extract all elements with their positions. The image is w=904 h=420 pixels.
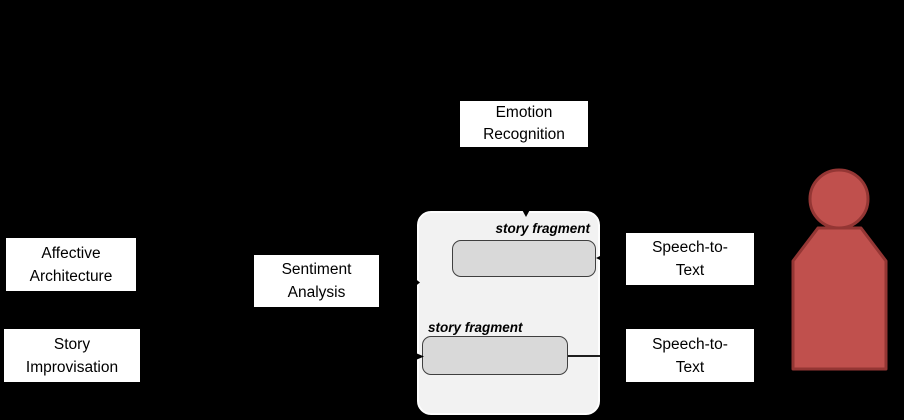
person-icon [791, 168, 888, 371]
node-label-line: Emotion [495, 104, 553, 121]
node-label-line: Architecture [29, 267, 113, 285]
node-sentiment-analysis: Sentiment Analysis [252, 253, 381, 309]
node-label-line: Affective [41, 244, 101, 262]
node-label-line: Speech-to- [652, 335, 728, 353]
story-fragment-label-top: story fragment [495, 221, 590, 236]
node-story-improvisation: Story Improvisation [2, 327, 142, 384]
person-head-icon [808, 168, 870, 230]
node-label-line: Sentiment [281, 261, 352, 278]
person-body-icon [791, 226, 888, 371]
story-fragment-box-top [452, 240, 596, 277]
node-emotion-recognition: Emotion Recognition [458, 99, 590, 149]
node-label-line: Improvisation [25, 358, 119, 376]
story-fragment-box-bottom [422, 336, 568, 375]
node-label-line: Story [53, 335, 91, 353]
node-label-line: Text [675, 358, 705, 376]
node-label-line: Text [675, 262, 705, 279]
node-speech-to-text-bottom: Speech-to- Text [624, 327, 756, 384]
node-affective-architecture: Affective Architecture [4, 236, 138, 293]
node-label-line: Analysis [287, 284, 346, 301]
node-speech-to-text-top: Speech-to- Text [624, 231, 756, 287]
node-label-line: Speech-to- [652, 239, 728, 256]
story-fragment-label-bottom: story fragment [428, 320, 523, 335]
node-label-line: Recognition [483, 126, 565, 143]
